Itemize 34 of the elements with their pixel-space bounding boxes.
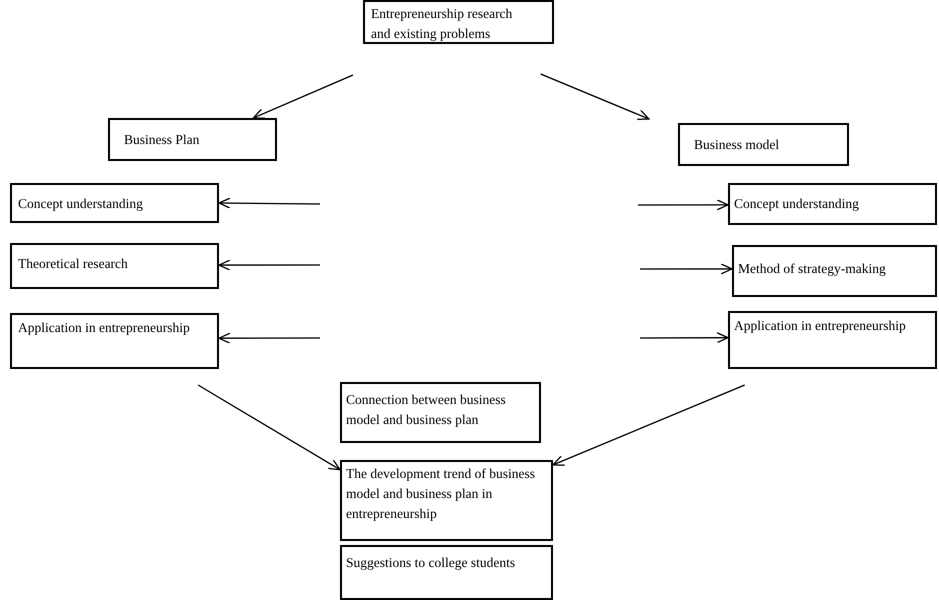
arrow bbox=[552, 384, 745, 466]
arrow bbox=[640, 332, 729, 344]
text-box bbox=[678, 123, 849, 166]
text-box bbox=[10, 183, 219, 223]
arrow bbox=[252, 74, 354, 119]
text-box bbox=[10, 313, 219, 369]
arrow bbox=[640, 263, 733, 275]
text-box bbox=[340, 382, 541, 443]
arrow bbox=[218, 259, 320, 271]
text-box bbox=[728, 183, 937, 225]
text-box bbox=[340, 545, 553, 600]
box-text: Entrepreneurship research and existing problems bbox=[371, 5, 514, 43]
box-text: Connection between business model and business plan bbox=[346, 391, 507, 429]
box-text: Business Plan bbox=[124, 131, 200, 149]
text-box bbox=[728, 311, 937, 369]
box-text: The development trend of business model and business plan in entrepreneurship bbox=[346, 465, 536, 523]
box-text: Application in entrepreneurship bbox=[734, 317, 907, 335]
arrow bbox=[638, 199, 729, 210]
box-text: Theoretical research bbox=[18, 255, 129, 273]
box-text: Method of strategy-making bbox=[738, 260, 887, 278]
arrow bbox=[198, 384, 341, 470]
box-text: Suggestions to college students bbox=[346, 554, 516, 572]
arrow bbox=[540, 73, 650, 120]
text-box bbox=[363, 0, 554, 44]
text-box bbox=[108, 118, 277, 161]
text-box bbox=[10, 243, 219, 289]
text-box bbox=[732, 245, 937, 297]
box-text: Concept understanding bbox=[734, 195, 860, 213]
arrow bbox=[218, 332, 320, 344]
box-text: Application in entrepreneurship bbox=[18, 319, 191, 337]
box-text: Concept understanding bbox=[18, 195, 144, 213]
text-box bbox=[340, 460, 553, 541]
box-text: Business model bbox=[694, 136, 780, 154]
arrow bbox=[218, 197, 320, 209]
